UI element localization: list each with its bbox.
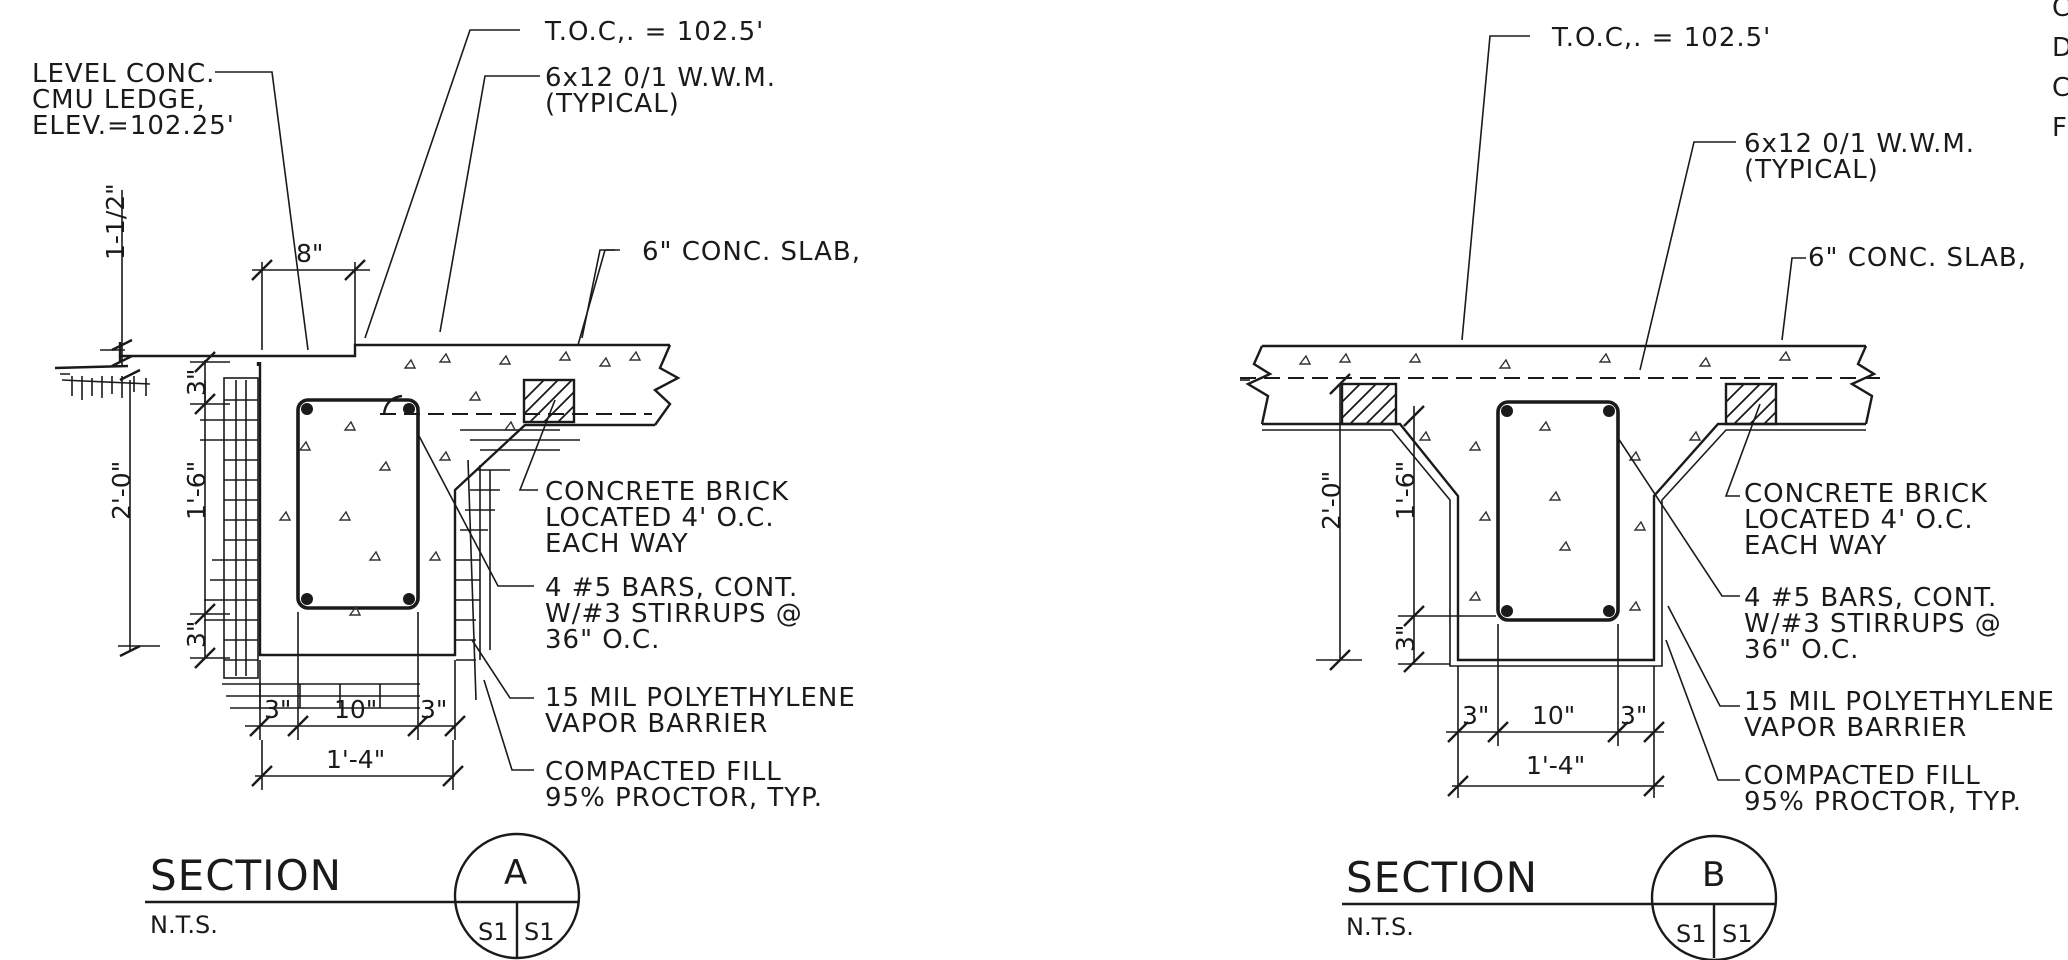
section-a-dimensions: 1-1/2" 8" 2'-0" 1'-6" 3" 3" xyxy=(100,183,466,790)
note-bars-line1: 4 #5 BARS, CONT. xyxy=(545,573,798,603)
edge-letter: C xyxy=(2052,73,2068,103)
section-a-cmu-wall xyxy=(200,377,580,709)
section-a: 1-1/2" 8" 2'-0" 1'-6" 3" 3" xyxy=(32,17,861,960)
note-slab: 6" CONC. SLAB, xyxy=(642,237,861,267)
dim-ledge-height: 1-1/2" xyxy=(101,183,130,260)
edge-letter: D xyxy=(2052,33,2068,63)
dim-b-inner-depth: 1'-6" xyxy=(1391,461,1420,520)
dim-inner-depth: 1'-6" xyxy=(182,461,211,520)
section-a-rebar-cage xyxy=(296,398,420,610)
dim-width: 1'-4" xyxy=(326,745,385,774)
note-b-vapor-line1: 15 MIL POLYETHYLENE xyxy=(1744,687,2055,717)
section-a-concrete-outline xyxy=(118,342,681,657)
rebar-dot xyxy=(301,403,313,415)
section-a-bubble-id: A xyxy=(504,853,527,893)
section-a-bubble-sheet-right: S1 xyxy=(524,918,555,946)
note-bars-line2: W/#3 STIRRUPS @ xyxy=(545,599,803,629)
note-b-brick-line2: LOCATED 4' O.C. xyxy=(1744,505,1974,535)
dim-b-width: 1'-4" xyxy=(1526,751,1585,780)
section-b-concrete-bricks xyxy=(1340,382,1778,426)
dim-ledge-width: 8" xyxy=(296,239,323,268)
note-b-wwm-line1: 6x12 0/1 W.W.M. xyxy=(1744,129,1975,159)
section-b-leaders xyxy=(1461,35,1806,781)
rebar-dot xyxy=(1603,405,1615,417)
section-b-scale: N.T.S. xyxy=(1346,913,1414,941)
section-a-scale: N.T.S. xyxy=(150,911,218,939)
note-brick-line1: CONCRETE BRICK xyxy=(545,477,789,507)
dim-bottom-cover: 3" xyxy=(182,621,211,648)
note-b-slab: 6" CONC. SLAB, xyxy=(1808,243,2027,273)
note-b-bars-line2: W/#3 STIRRUPS @ xyxy=(1744,609,2002,639)
rebar-dot xyxy=(301,593,313,605)
dim-core: 10" xyxy=(334,695,377,724)
section-b-bubble-sheet-left: S1 xyxy=(1676,920,1707,948)
section-b-notes: T.O.C,. = 102.5' 6x12 0/1 W.W.M. (TYPICA… xyxy=(1551,23,2055,817)
note-fill-line1: COMPACTED FILL xyxy=(545,757,782,787)
section-a-notes: T.O.C,. = 102.5' 6x12 0/1 W.W.M. (TYPICA… xyxy=(32,17,861,813)
section-b-dimensions: 2'-0" 1'-6" 3" 3" 10" 3" 1'-4" xyxy=(1316,373,1665,798)
note-b-toc: T.O.C,. = 102.5' xyxy=(1551,23,1771,53)
note-vapor-line2: VAPOR BARRIER xyxy=(545,709,768,739)
section-a-soil xyxy=(54,364,151,400)
edge-fragment: C D C F xyxy=(2052,0,2068,143)
rebar-dot xyxy=(1501,405,1513,417)
note-level-conc-line1: LEVEL CONC. xyxy=(32,59,215,89)
note-toc: T.O.C,. = 102.5' xyxy=(544,17,764,47)
note-b-wwm-line2: (TYPICAL) xyxy=(1744,155,1879,185)
note-fill-line2: 95% PROCTOR, TYP. xyxy=(545,783,823,813)
section-a-title-block: SECTION N.T.S. A S1 S1 xyxy=(145,832,581,960)
dim-b-bottom-cover: 3" xyxy=(1391,625,1420,652)
rebar-dot xyxy=(1501,605,1513,617)
note-wwm-line1: 6x12 0/1 W.W.M. xyxy=(545,63,776,93)
section-b-bubble xyxy=(1650,834,1778,960)
section-b-bubble-sheet-right: S1 xyxy=(1722,920,1753,948)
note-b-brick-line1: CONCRETE BRICK xyxy=(1744,479,1988,509)
note-b-bars-line3: 36" O.C. xyxy=(1744,635,1859,665)
dim-total-depth: 2'-0" xyxy=(107,461,136,520)
rebar-dot xyxy=(403,403,415,415)
section-a-bubble-sheet-left: S1 xyxy=(478,918,509,946)
dim-side-right: 3" xyxy=(420,695,447,724)
note-b-vapor-line2: VAPOR BARRIER xyxy=(1744,713,1967,743)
note-b-fill-line1: COMPACTED FILL xyxy=(1744,761,1981,791)
note-b-bars-line1: 4 #5 BARS, CONT. xyxy=(1744,583,1997,613)
dim-b-total-depth: 2'-0" xyxy=(1317,471,1346,530)
dim-b-core: 10" xyxy=(1532,701,1575,730)
note-brick-line3: EACH WAY xyxy=(545,529,689,559)
note-b-fill-line2: 95% PROCTOR, TYP. xyxy=(1744,787,2022,817)
dim-top-cover: 3" xyxy=(182,369,211,396)
edge-letter: F xyxy=(2052,113,2068,143)
dim-b-side-left: 3" xyxy=(1462,701,1489,730)
section-b-aggregate xyxy=(1298,350,1792,611)
note-level-conc-line2: CMU LEDGE, xyxy=(32,85,206,115)
note-brick-line2: LOCATED 4' O.C. xyxy=(545,503,775,533)
note-b-brick-line3: EACH WAY xyxy=(1744,531,1888,561)
section-b: 2'-0" 1'-6" 3" 3" 10" 3" 1'-4" xyxy=(1240,23,2055,960)
dim-side-left: 3" xyxy=(264,695,291,724)
rebar-dot xyxy=(403,593,415,605)
section-a-concrete-brick xyxy=(522,378,576,424)
note-level-conc-line3: ELEV.=102.25' xyxy=(32,111,235,141)
section-b-title-block: SECTION N.T.S. B S1 S1 xyxy=(1342,834,1778,960)
edge-letter: C xyxy=(2052,0,2068,23)
section-b-bubble-id: B xyxy=(1702,855,1725,895)
rebar-dot xyxy=(1603,605,1615,617)
dim-b-side-right: 3" xyxy=(1620,701,1647,730)
note-wwm-line2: (TYPICAL) xyxy=(545,89,680,119)
section-b-rebar-cage xyxy=(1496,400,1620,622)
section-a-leaders xyxy=(215,29,620,771)
section-a-title: SECTION xyxy=(150,851,342,900)
section-b-title: SECTION xyxy=(1346,853,1538,902)
section-a-aggregate xyxy=(278,350,642,616)
note-vapor-line1: 15 MIL POLYETHYLENE xyxy=(545,683,856,713)
note-bars-line3: 36" O.C. xyxy=(545,625,660,655)
